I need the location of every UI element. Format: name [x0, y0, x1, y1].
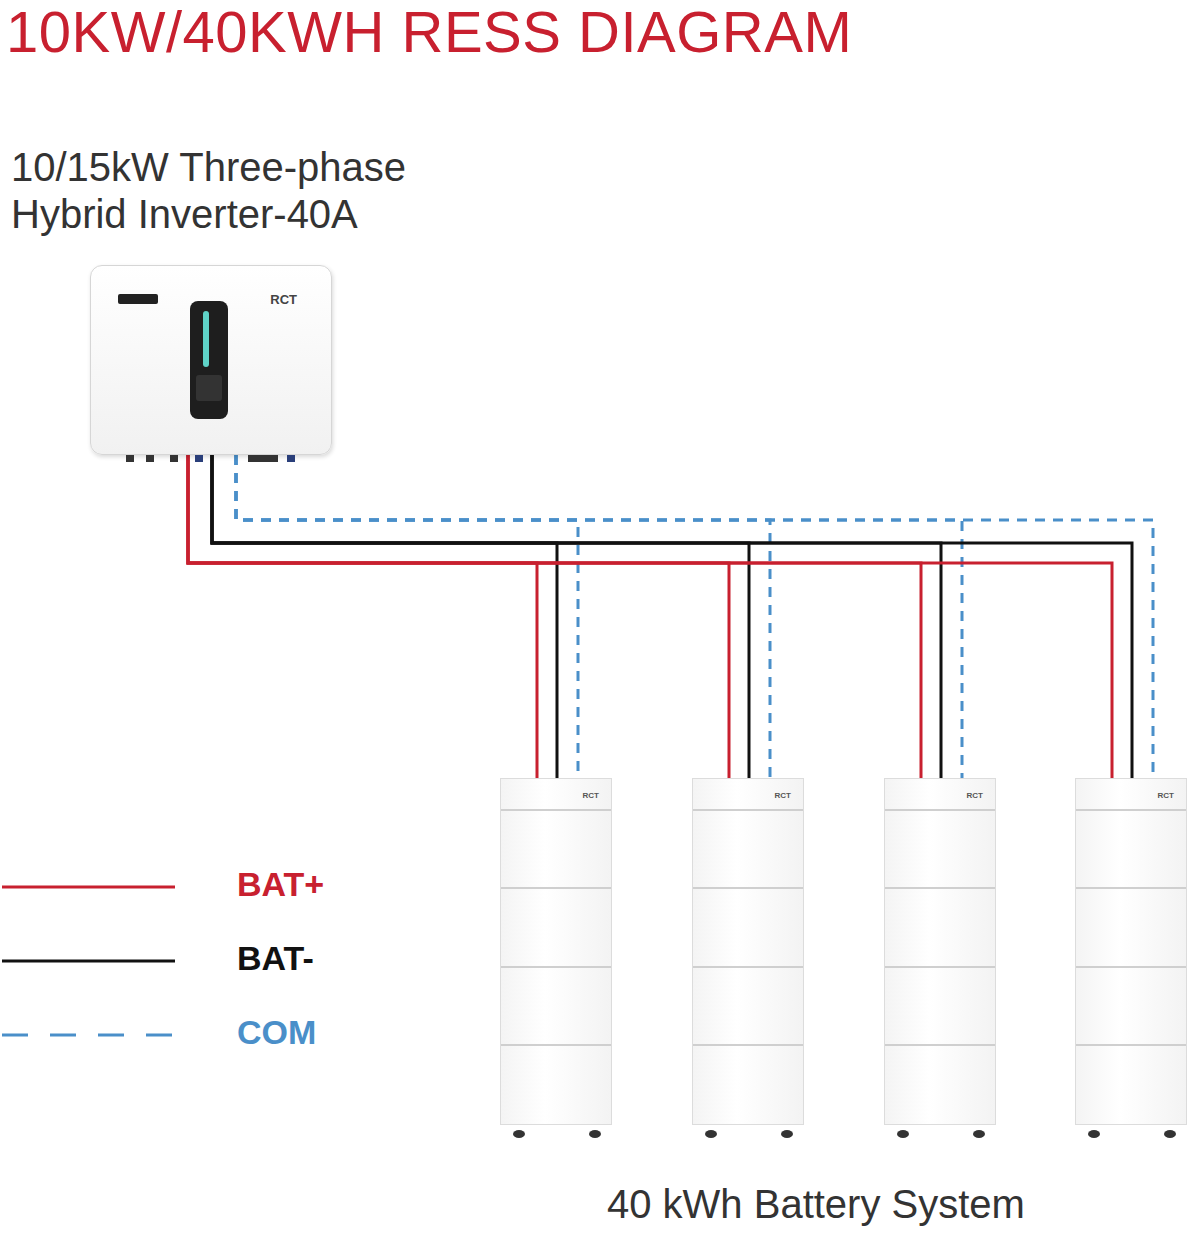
legend-line-sample — [2, 960, 175, 963]
module-divider — [885, 887, 995, 889]
diagram-title: 10KW/40KWH RESS DIAGRAM — [6, 0, 852, 65]
module-divider — [885, 966, 995, 968]
caption: 40 kWh Battery System — [607, 1182, 1025, 1227]
hybrid-inverter: 10/15kW Three-phase Hybrid Inverter-40AR… — [90, 265, 332, 455]
com-cable — [236, 455, 962, 778]
module-divider — [693, 1044, 803, 1046]
module-divider — [501, 966, 611, 968]
battery-stack: RCT — [500, 778, 612, 1125]
module-divider — [693, 966, 803, 968]
module-divider — [693, 887, 803, 889]
battery-foot — [705, 1130, 717, 1138]
bat-plus-wire — [188, 455, 537, 778]
module-divider — [1076, 966, 1186, 968]
module-divider — [1076, 1044, 1186, 1046]
battery-foot — [513, 1130, 525, 1138]
battery-foot — [1164, 1130, 1176, 1138]
legend-text: COM — [237, 1013, 316, 1052]
legend-line-sample — [2, 1034, 175, 1037]
legend-text: BAT+ — [237, 865, 324, 904]
brand-logo: RCT — [1158, 791, 1174, 800]
brand-logo: RCT — [583, 791, 599, 800]
inverter-heading: 10/15kW Three-phase Hybrid Inverter-40A — [11, 144, 481, 238]
battery-foot — [589, 1130, 601, 1138]
legend-line-sample — [2, 886, 175, 889]
bat-minus-wire — [212, 455, 749, 778]
module-divider — [885, 1044, 995, 1046]
battery-foot — [973, 1130, 985, 1138]
bat-minus-wire — [212, 455, 557, 778]
battery-stack: RCT — [1075, 778, 1187, 1125]
bat-plus-wire — [188, 455, 729, 778]
battery-foot — [1088, 1130, 1100, 1138]
module-divider — [1076, 809, 1186, 811]
bat-minus-wire — [212, 455, 941, 778]
module-divider — [885, 809, 995, 811]
module-divider — [501, 887, 611, 889]
battery-stack: RCT — [692, 778, 804, 1125]
com-cable — [236, 455, 1153, 778]
brand-logo: RCT — [270, 292, 297, 307]
brand-logo: RCT — [967, 791, 983, 800]
com-cable — [236, 455, 770, 778]
module-divider — [501, 1044, 611, 1046]
bat-plus-wire — [188, 455, 1112, 778]
battery-stack: RCT — [884, 778, 996, 1125]
module-divider — [501, 809, 611, 811]
battery-foot — [897, 1130, 909, 1138]
brand-logo: RCT — [775, 791, 791, 800]
bat-minus-wire — [212, 455, 1132, 778]
com-cable — [236, 455, 578, 778]
battery-foot — [781, 1130, 793, 1138]
module-divider — [1076, 887, 1186, 889]
bat-plus-wire — [188, 455, 921, 778]
legend-text: BAT- — [237, 939, 314, 978]
module-divider — [693, 809, 803, 811]
